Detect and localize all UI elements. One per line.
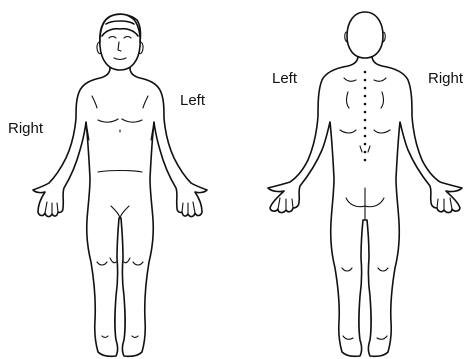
back-figure [268, 12, 462, 356]
front-left-label: Left [180, 93, 205, 108]
back-left-label: Left [272, 71, 297, 86]
front-body-outline [33, 68, 207, 356]
back-head-outline [347, 12, 383, 58]
back-right-label: Right [428, 71, 463, 86]
front-right-label: Right [8, 121, 43, 136]
front-figure [33, 14, 207, 356]
front-head-outline [100, 14, 140, 70]
